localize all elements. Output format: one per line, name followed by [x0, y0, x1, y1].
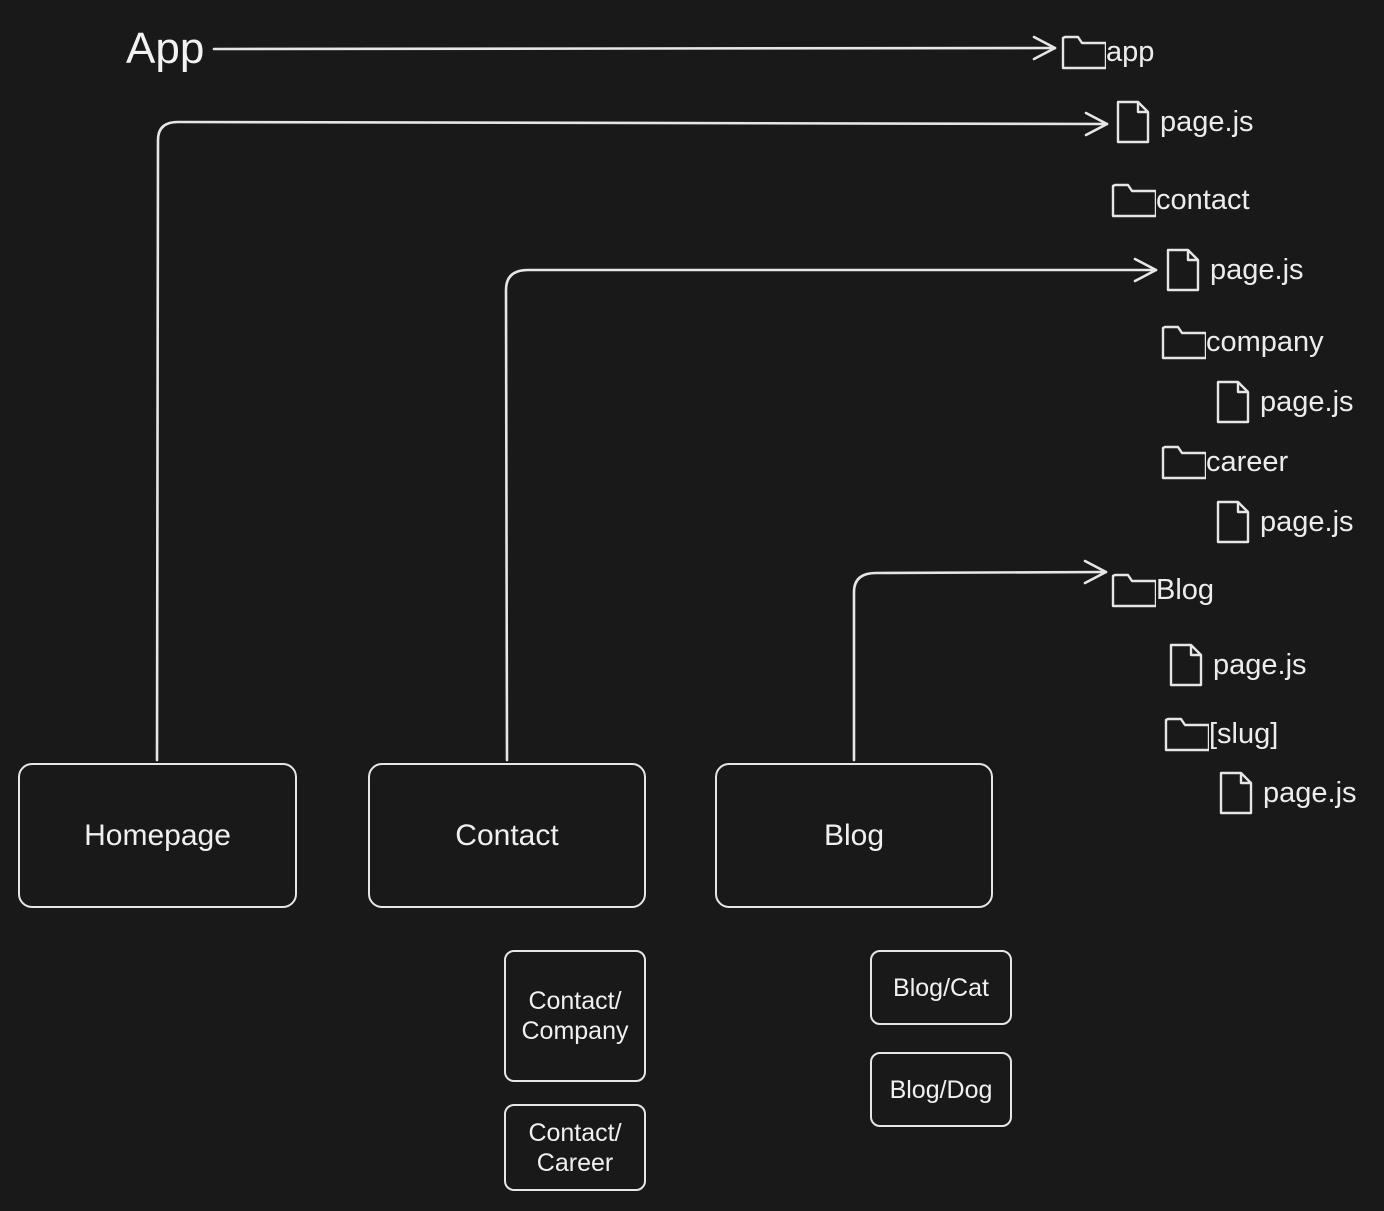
- tree-label: app: [1106, 36, 1155, 68]
- tree-label: page.js: [1160, 106, 1254, 138]
- tree-folder-app: app: [1060, 30, 1154, 74]
- contact-arrowhead: [1133, 257, 1158, 283]
- file-icon: [1214, 500, 1260, 544]
- tree-file-page-js: page.js: [1164, 248, 1304, 292]
- tree-file-page-js: page.js: [1217, 771, 1357, 815]
- tree-file-page-js: page.js: [1214, 500, 1354, 544]
- homepage-to-page-js-arrow: [155, 120, 1109, 762]
- homepage-arrowhead: [1084, 111, 1109, 137]
- page-box-homepage: Homepage: [18, 763, 297, 908]
- tree-label: [slug]: [1209, 718, 1279, 750]
- blog-arrowhead: [1083, 559, 1108, 585]
- subpage-box-contact-career: Contact/ Career: [504, 1104, 646, 1191]
- tree-label: page.js: [1260, 506, 1354, 538]
- tree-folder-slug: [slug]: [1163, 712, 1278, 756]
- blog-to-blog-folder-arrow: [852, 570, 1108, 762]
- diagram-title: App: [126, 24, 205, 73]
- tree-label: Blog: [1156, 574, 1215, 606]
- file-icon: [1164, 248, 1210, 292]
- app-arrowhead: [1032, 35, 1057, 61]
- file-icon: [1214, 380, 1260, 424]
- file-icon: [1167, 643, 1213, 687]
- app-to-app-folder-arrow: [212, 46, 1057, 51]
- file-icon: [1114, 100, 1160, 144]
- subpage-box-contact-company: Contact/ Company: [504, 950, 646, 1082]
- folder-icon: [1163, 712, 1209, 756]
- tree-label: page.js: [1263, 777, 1357, 809]
- tree-label: company: [1206, 326, 1324, 358]
- tree-file-page-js: page.js: [1214, 380, 1354, 424]
- tree-label: page.js: [1210, 254, 1304, 286]
- tree-folder-contact: contact: [1110, 178, 1250, 222]
- tree-folder-blog: Blog: [1110, 568, 1214, 612]
- page-box-contact: Contact: [368, 763, 646, 908]
- tree-label: contact: [1156, 184, 1250, 216]
- subpage-box-blog-cat: Blog/Cat: [870, 950, 1012, 1025]
- tree-folder-company: company: [1160, 320, 1324, 364]
- folder-icon: [1110, 568, 1156, 612]
- folder-icon: [1160, 320, 1206, 364]
- tree-label: career: [1206, 446, 1289, 478]
- folder-icon: [1110, 178, 1156, 222]
- folder-icon: [1060, 30, 1106, 74]
- tree-label: page.js: [1213, 649, 1307, 681]
- subpage-box-blog-dog: Blog/Dog: [870, 1052, 1012, 1127]
- folder-icon: [1160, 440, 1206, 484]
- tree-file-page-js: page.js: [1167, 643, 1307, 687]
- contact-to-page-js-arrow: [504, 268, 1158, 762]
- tree-folder-career: career: [1160, 440, 1288, 484]
- file-icon: [1217, 771, 1263, 815]
- tree-label: page.js: [1260, 386, 1354, 418]
- page-box-blog: Blog: [715, 763, 993, 908]
- tree-file-page-js: page.js: [1114, 100, 1254, 144]
